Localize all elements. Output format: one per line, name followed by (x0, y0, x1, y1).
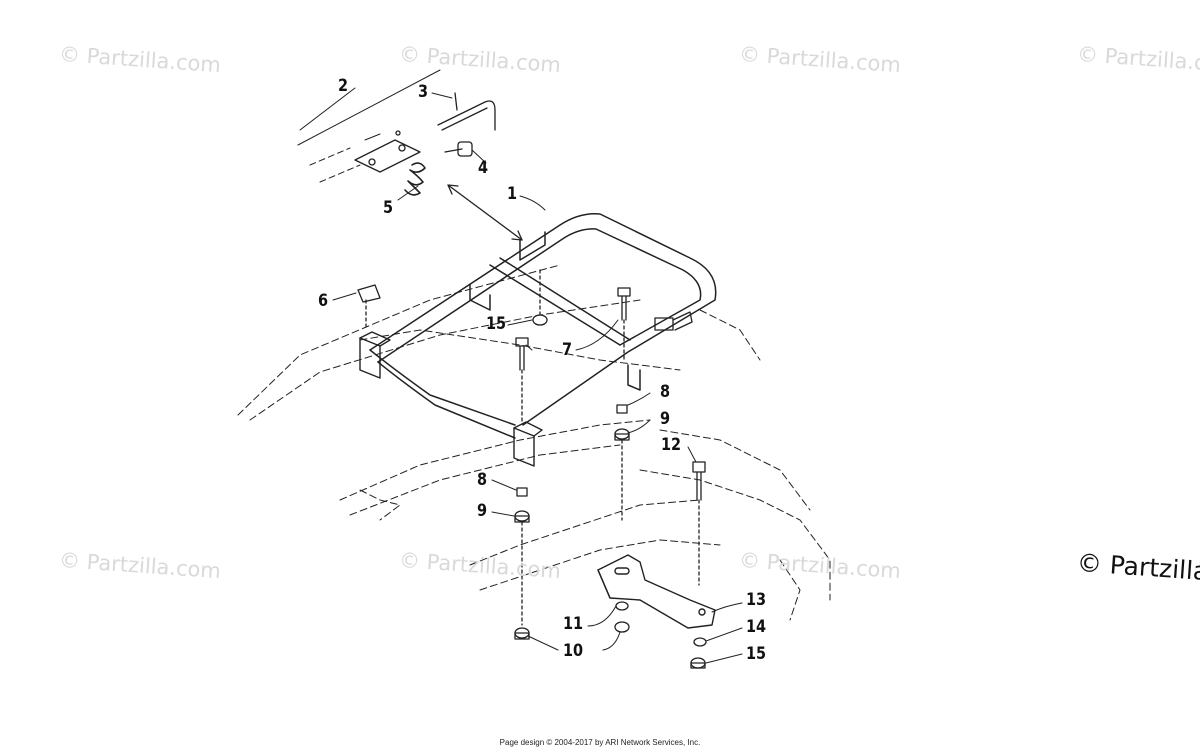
callout-3: 3 (418, 82, 429, 102)
callout-15-upper: 15 (486, 314, 507, 334)
callout-8-rear: 8 (660, 382, 671, 402)
rack-leg-front-left (359, 331, 391, 379)
callout-5: 5 (383, 198, 394, 218)
rack-tie-down (654, 311, 693, 331)
mounting-bracket (597, 554, 716, 629)
callout-9-front: 9 (477, 501, 488, 521)
callout-7: 7 (562, 340, 573, 360)
washer-11 (614, 601, 630, 633)
callout-4: 4 (478, 158, 489, 178)
spring (404, 162, 426, 196)
washer-lower (693, 637, 707, 647)
callout-13: 13 (746, 590, 767, 610)
page-footer: Page design © 2004-2017 by ARI Network S… (499, 738, 701, 747)
nut-upper (532, 269, 548, 326)
latch-plate (354, 130, 421, 173)
lock-rod (437, 92, 496, 131)
callout-9-rear: 9 (660, 409, 671, 429)
assembly-arrow (447, 184, 523, 241)
callout-8-front: 8 (477, 470, 488, 490)
callout-6: 6 (318, 291, 329, 311)
callout-10: 10 (563, 641, 584, 661)
bolt-front (515, 337, 529, 423)
callout-15-lower: 15 (746, 644, 767, 664)
leader-lines (299, 87, 743, 664)
callout-11: 11 (563, 614, 584, 634)
callout-12: 12 (661, 435, 682, 455)
callout-14: 14 (746, 617, 767, 637)
rack-frame (369, 212, 717, 439)
washer-rear (614, 404, 630, 521)
nut-10 (514, 627, 530, 640)
bolt-bracket (692, 461, 706, 586)
knob (444, 141, 473, 157)
latch-frame-lines (297, 69, 441, 183)
bolt-rear (617, 287, 631, 361)
callout-1: 1 (507, 184, 518, 204)
rack-leg-front-right (513, 421, 543, 467)
nut-lower (690, 657, 706, 669)
vehicle-body-outline (237, 264, 831, 621)
washer-front (514, 487, 530, 626)
callout-2: 2 (338, 76, 349, 96)
end-cap (357, 284, 381, 331)
